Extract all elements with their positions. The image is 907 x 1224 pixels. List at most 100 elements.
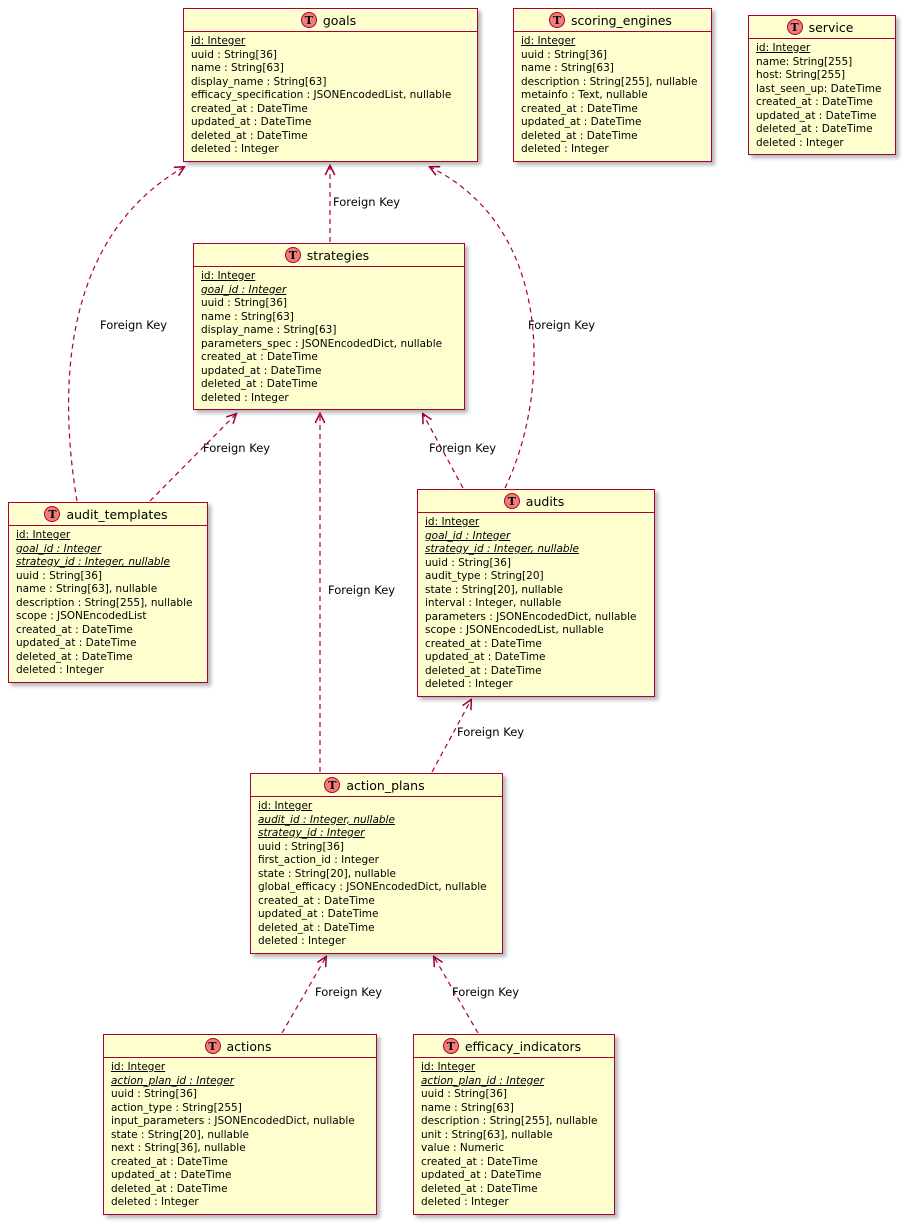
relation-arrow-efficacy-indicators-action-plans	[434, 957, 479, 1034]
table-field-row: created_at : DateTime	[16, 623, 133, 636]
table-field-row: id: Integer	[111, 1061, 166, 1073]
table-field-row: global_efficacy : JSONEncodedDict, nulla…	[258, 881, 487, 893]
table-field-row: state : String[20], nullable	[111, 1128, 249, 1141]
table-field-row: deleted_at : DateTime	[421, 1182, 538, 1195]
table-field-row: state : String[20], nullable	[425, 583, 563, 596]
table-field-row: deleted : Integer	[201, 391, 289, 404]
table-field-row: strategy_id : Integer	[258, 827, 365, 839]
table-field-row: id: Integer	[756, 42, 811, 54]
table-field-row: unit : String[63], nullable	[421, 1128, 553, 1141]
table-field-row: strategy_id : Integer, nullable	[16, 556, 170, 568]
table-field-row: deleted : Integer	[756, 136, 844, 149]
table-field-row: description : String[255], nullable	[421, 1115, 598, 1127]
table-header: T audit_templates	[9, 503, 207, 526]
table-field-row: input_parameters : JSONEncodedDict, null…	[111, 1115, 355, 1127]
table-field-row: description : String[255], nullable	[521, 75, 698, 88]
table-field-row: uuid : String[36]	[191, 48, 277, 61]
table-field-row: id: Integer	[521, 35, 576, 47]
table-field-row: created_at : DateTime	[111, 1155, 228, 1168]
table-header: T audits	[418, 490, 654, 513]
table-field-row: uuid : String[36]	[425, 556, 511, 569]
table-header: T scoring_engines	[514, 9, 711, 32]
table-icon: T	[442, 1038, 459, 1054]
table-header: T service	[749, 16, 895, 39]
table-field-row: updated_at : DateTime	[425, 651, 546, 663]
relation-label-actions-action-plans: Foreign Key	[315, 985, 383, 999]
table-header: T efficacy_indicators	[414, 1035, 614, 1058]
table-field-row: name : String[63]	[421, 1101, 514, 1114]
table-field-row: updated_at : DateTime	[521, 116, 642, 128]
table-field-row: deleted : Integer	[191, 143, 279, 155]
table-icon: T	[503, 493, 520, 509]
table-field-row: audit_id : Integer, nullable	[258, 813, 395, 826]
table-field-row: deleted : Integer	[16, 664, 104, 676]
relation-label-strategies-goals: Foreign Key	[333, 195, 401, 209]
table-field-row: uuid : String[36]	[521, 48, 607, 61]
table-field-row: goal_id : Integer	[425, 529, 511, 542]
relation-arrow-audit-templates-goals	[67, 167, 184, 502]
relation-arrow-action-plans-audits	[431, 700, 471, 773]
table-field-row: last_seen_up: DateTime	[756, 82, 882, 95]
table-field-row: deleted : Integer	[258, 935, 346, 947]
table-field-row: deleted_at : DateTime	[16, 650, 133, 663]
table-field-row: action_plan_id : Integer	[111, 1074, 235, 1087]
table-name: goals	[322, 12, 357, 28]
table-field-row: id: Integer	[191, 35, 246, 47]
table-field-row: created_at : DateTime	[425, 637, 542, 650]
table-field-row: deleted : Integer	[425, 678, 513, 690]
relation-arrow-audit-templates-strategies	[149, 414, 236, 502]
table-field-row: deleted : Integer	[521, 143, 609, 155]
table-field-row: display_name : String[63]	[191, 75, 327, 88]
table-field-row: action_type : String[255]	[111, 1101, 242, 1114]
relation-label-audit-templates-strategies: Foreign Key	[203, 441, 271, 455]
table-field-row: deleted : Integer	[421, 1196, 509, 1208]
table-icon: T	[786, 19, 803, 35]
table-field-row: action_plan_id : Integer	[421, 1074, 545, 1087]
table-field-row: scope : JSONEncodedList	[16, 610, 147, 622]
table-field-row: uuid : String[36]	[201, 297, 287, 309]
table-name: strategies	[306, 247, 370, 263]
table-field-row: deleted_at : DateTime	[191, 129, 308, 142]
table-field-row: uuid : String[36]	[258, 840, 344, 853]
table-field-row: audit_type : String[20]	[425, 570, 544, 582]
table-header: T actions	[104, 1035, 376, 1058]
table-field-row: deleted_at : DateTime	[258, 921, 375, 934]
table-field-row: name: String[255]	[756, 55, 853, 68]
table-field-row: name : String[63]	[191, 62, 284, 74]
table-field-row: description : String[255], nullable	[16, 596, 193, 609]
table-field-row: deleted_at : DateTime	[201, 378, 318, 390]
table-field-row: name : String[63]	[521, 62, 614, 74]
table-field-row: id: Integer	[421, 1061, 476, 1073]
table-header: T action_plans	[251, 774, 502, 797]
relation-label-efficacy-indicators-action-plans: Foreign Key	[452, 985, 520, 999]
table-field-row: interval : Integer, nullable	[425, 597, 562, 609]
table-field-row: uuid : String[36]	[111, 1088, 197, 1100]
relation-label-audit-templates-goals: Foreign Key	[100, 318, 168, 332]
table-field-row: created_at : DateTime	[756, 96, 873, 108]
table-field-row: first_action_id : Integer	[258, 854, 379, 866]
table-field-row: goal_id : Integer	[16, 542, 102, 555]
table-field-row: next : String[36], nullable	[111, 1142, 246, 1154]
table-name: audits	[525, 493, 565, 509]
table-field-row: deleted_at : DateTime	[521, 129, 638, 142]
table-name: action_plans	[346, 777, 425, 793]
table-field-row: updated_at : DateTime	[111, 1169, 232, 1181]
table-icon: T	[300, 12, 317, 28]
table-header: T strategies	[194, 244, 464, 267]
table-header: T goals	[184, 9, 477, 32]
table-name: actions	[226, 1038, 272, 1054]
table-field-row: created_at : DateTime	[201, 351, 318, 363]
table-field-row: id: Integer	[16, 529, 71, 541]
table-field-row: deleted_at : DateTime	[425, 664, 542, 677]
